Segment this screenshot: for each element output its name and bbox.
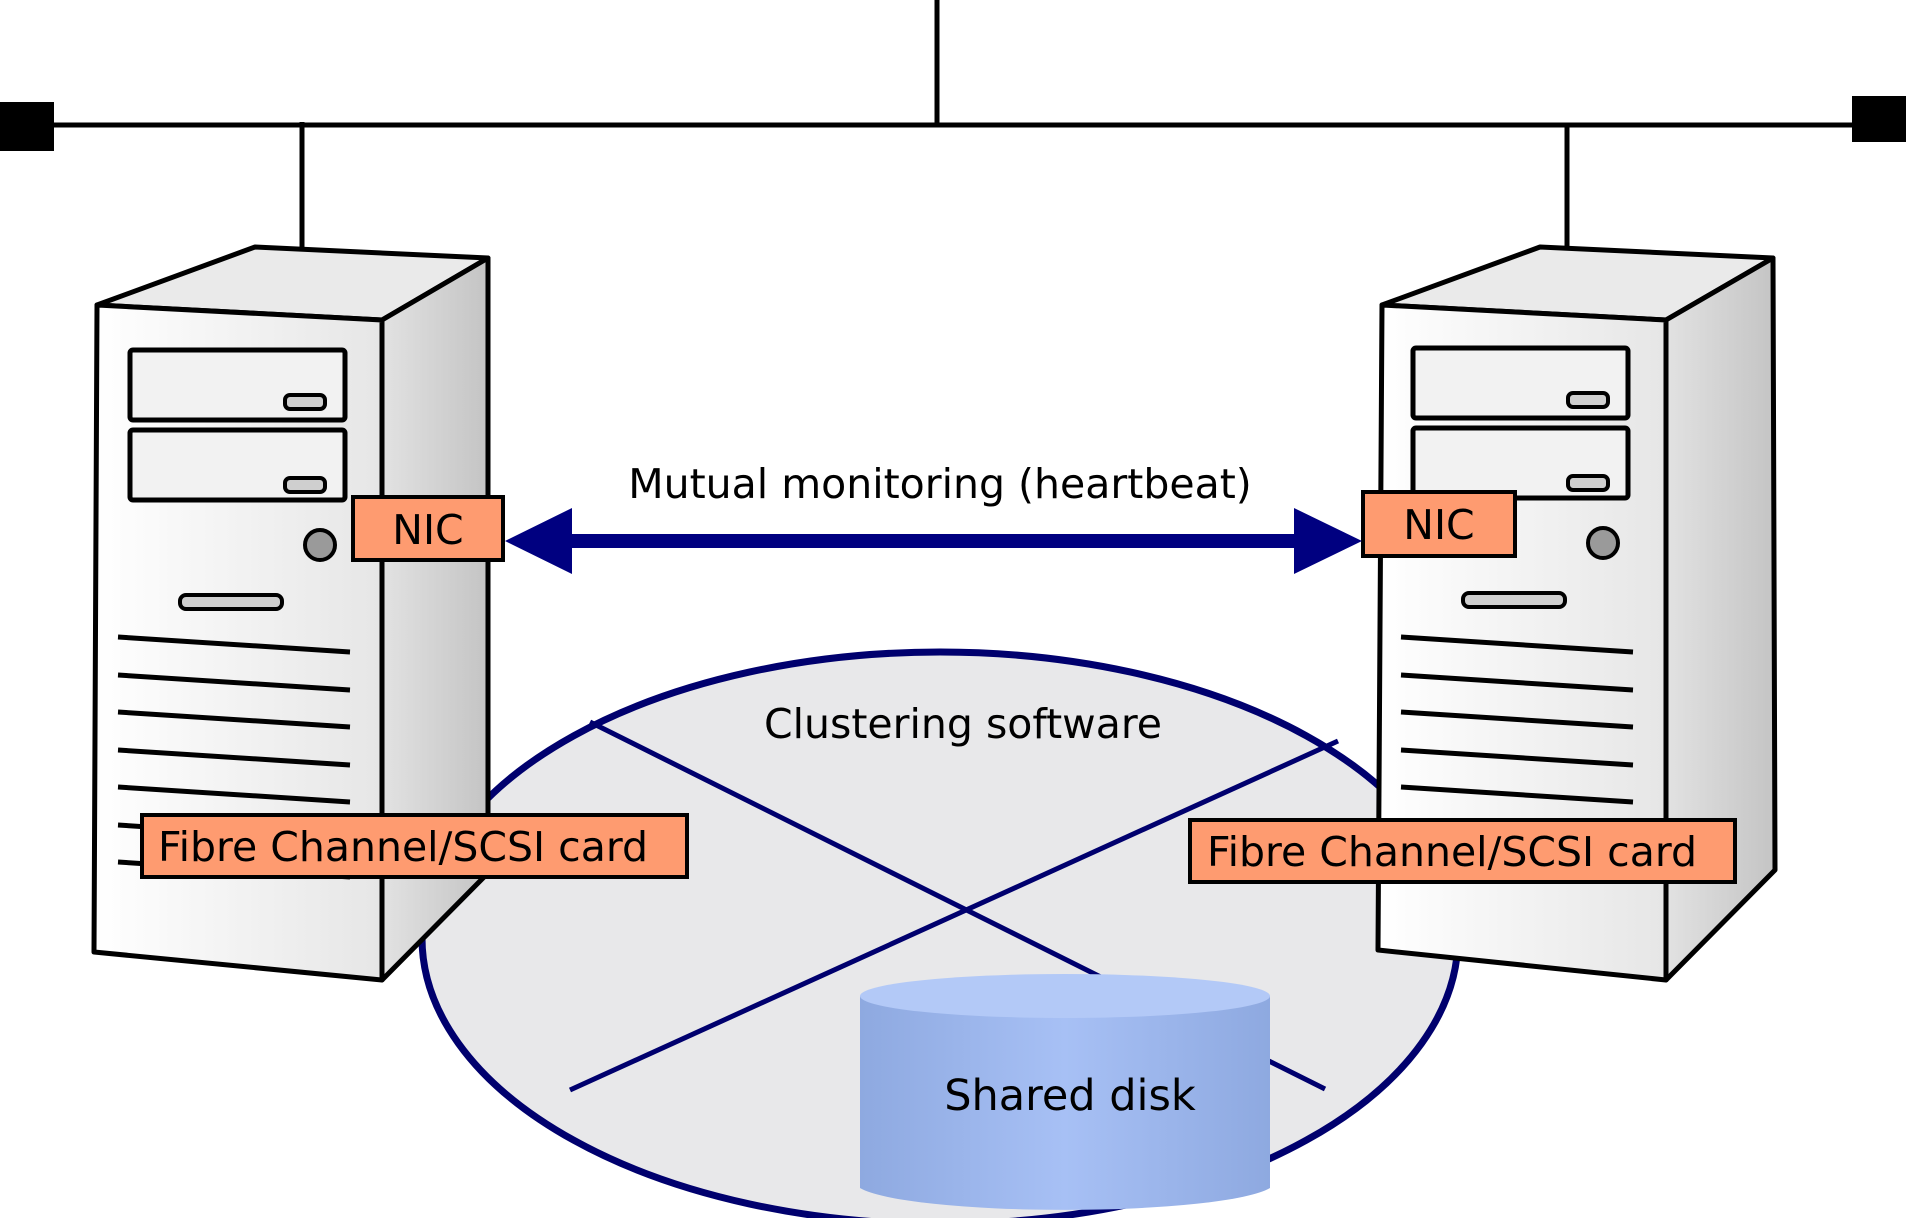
right-nic: NIC xyxy=(1361,490,1517,558)
bus-terminator-right xyxy=(1852,96,1906,142)
shared-disk-label: Shared disk xyxy=(944,1071,1196,1121)
right-server: NIC Fibre Channel/SCSI card xyxy=(1188,244,1778,983)
bus-terminator-left xyxy=(0,102,54,151)
left-nic-label: NIC xyxy=(392,506,463,554)
server-tower-icon xyxy=(1375,244,1778,983)
left-card-label: Fibre Channel/SCSI card xyxy=(158,823,648,871)
clustering-label: Clustering software xyxy=(764,700,1162,748)
right-card: Fibre Channel/SCSI card xyxy=(1188,818,1737,884)
left-server: NIC Fibre Channel/SCSI card xyxy=(91,244,689,983)
heartbeat-arrow: Mutual monitoring (heartbeat) xyxy=(505,460,1362,574)
server-tower-icon xyxy=(91,244,491,983)
left-card: Fibre Channel/SCSI card xyxy=(140,813,689,879)
network-bus xyxy=(0,0,1906,250)
arrowhead-left-icon xyxy=(505,508,572,574)
heartbeat-label: Mutual monitoring (heartbeat) xyxy=(628,460,1252,508)
shared-disk: Shared disk xyxy=(860,974,1270,1210)
arrowhead-right-icon xyxy=(1294,508,1362,574)
left-nic: NIC xyxy=(351,495,505,562)
right-card-label: Fibre Channel/SCSI card xyxy=(1207,828,1697,876)
right-nic-label: NIC xyxy=(1403,501,1474,549)
